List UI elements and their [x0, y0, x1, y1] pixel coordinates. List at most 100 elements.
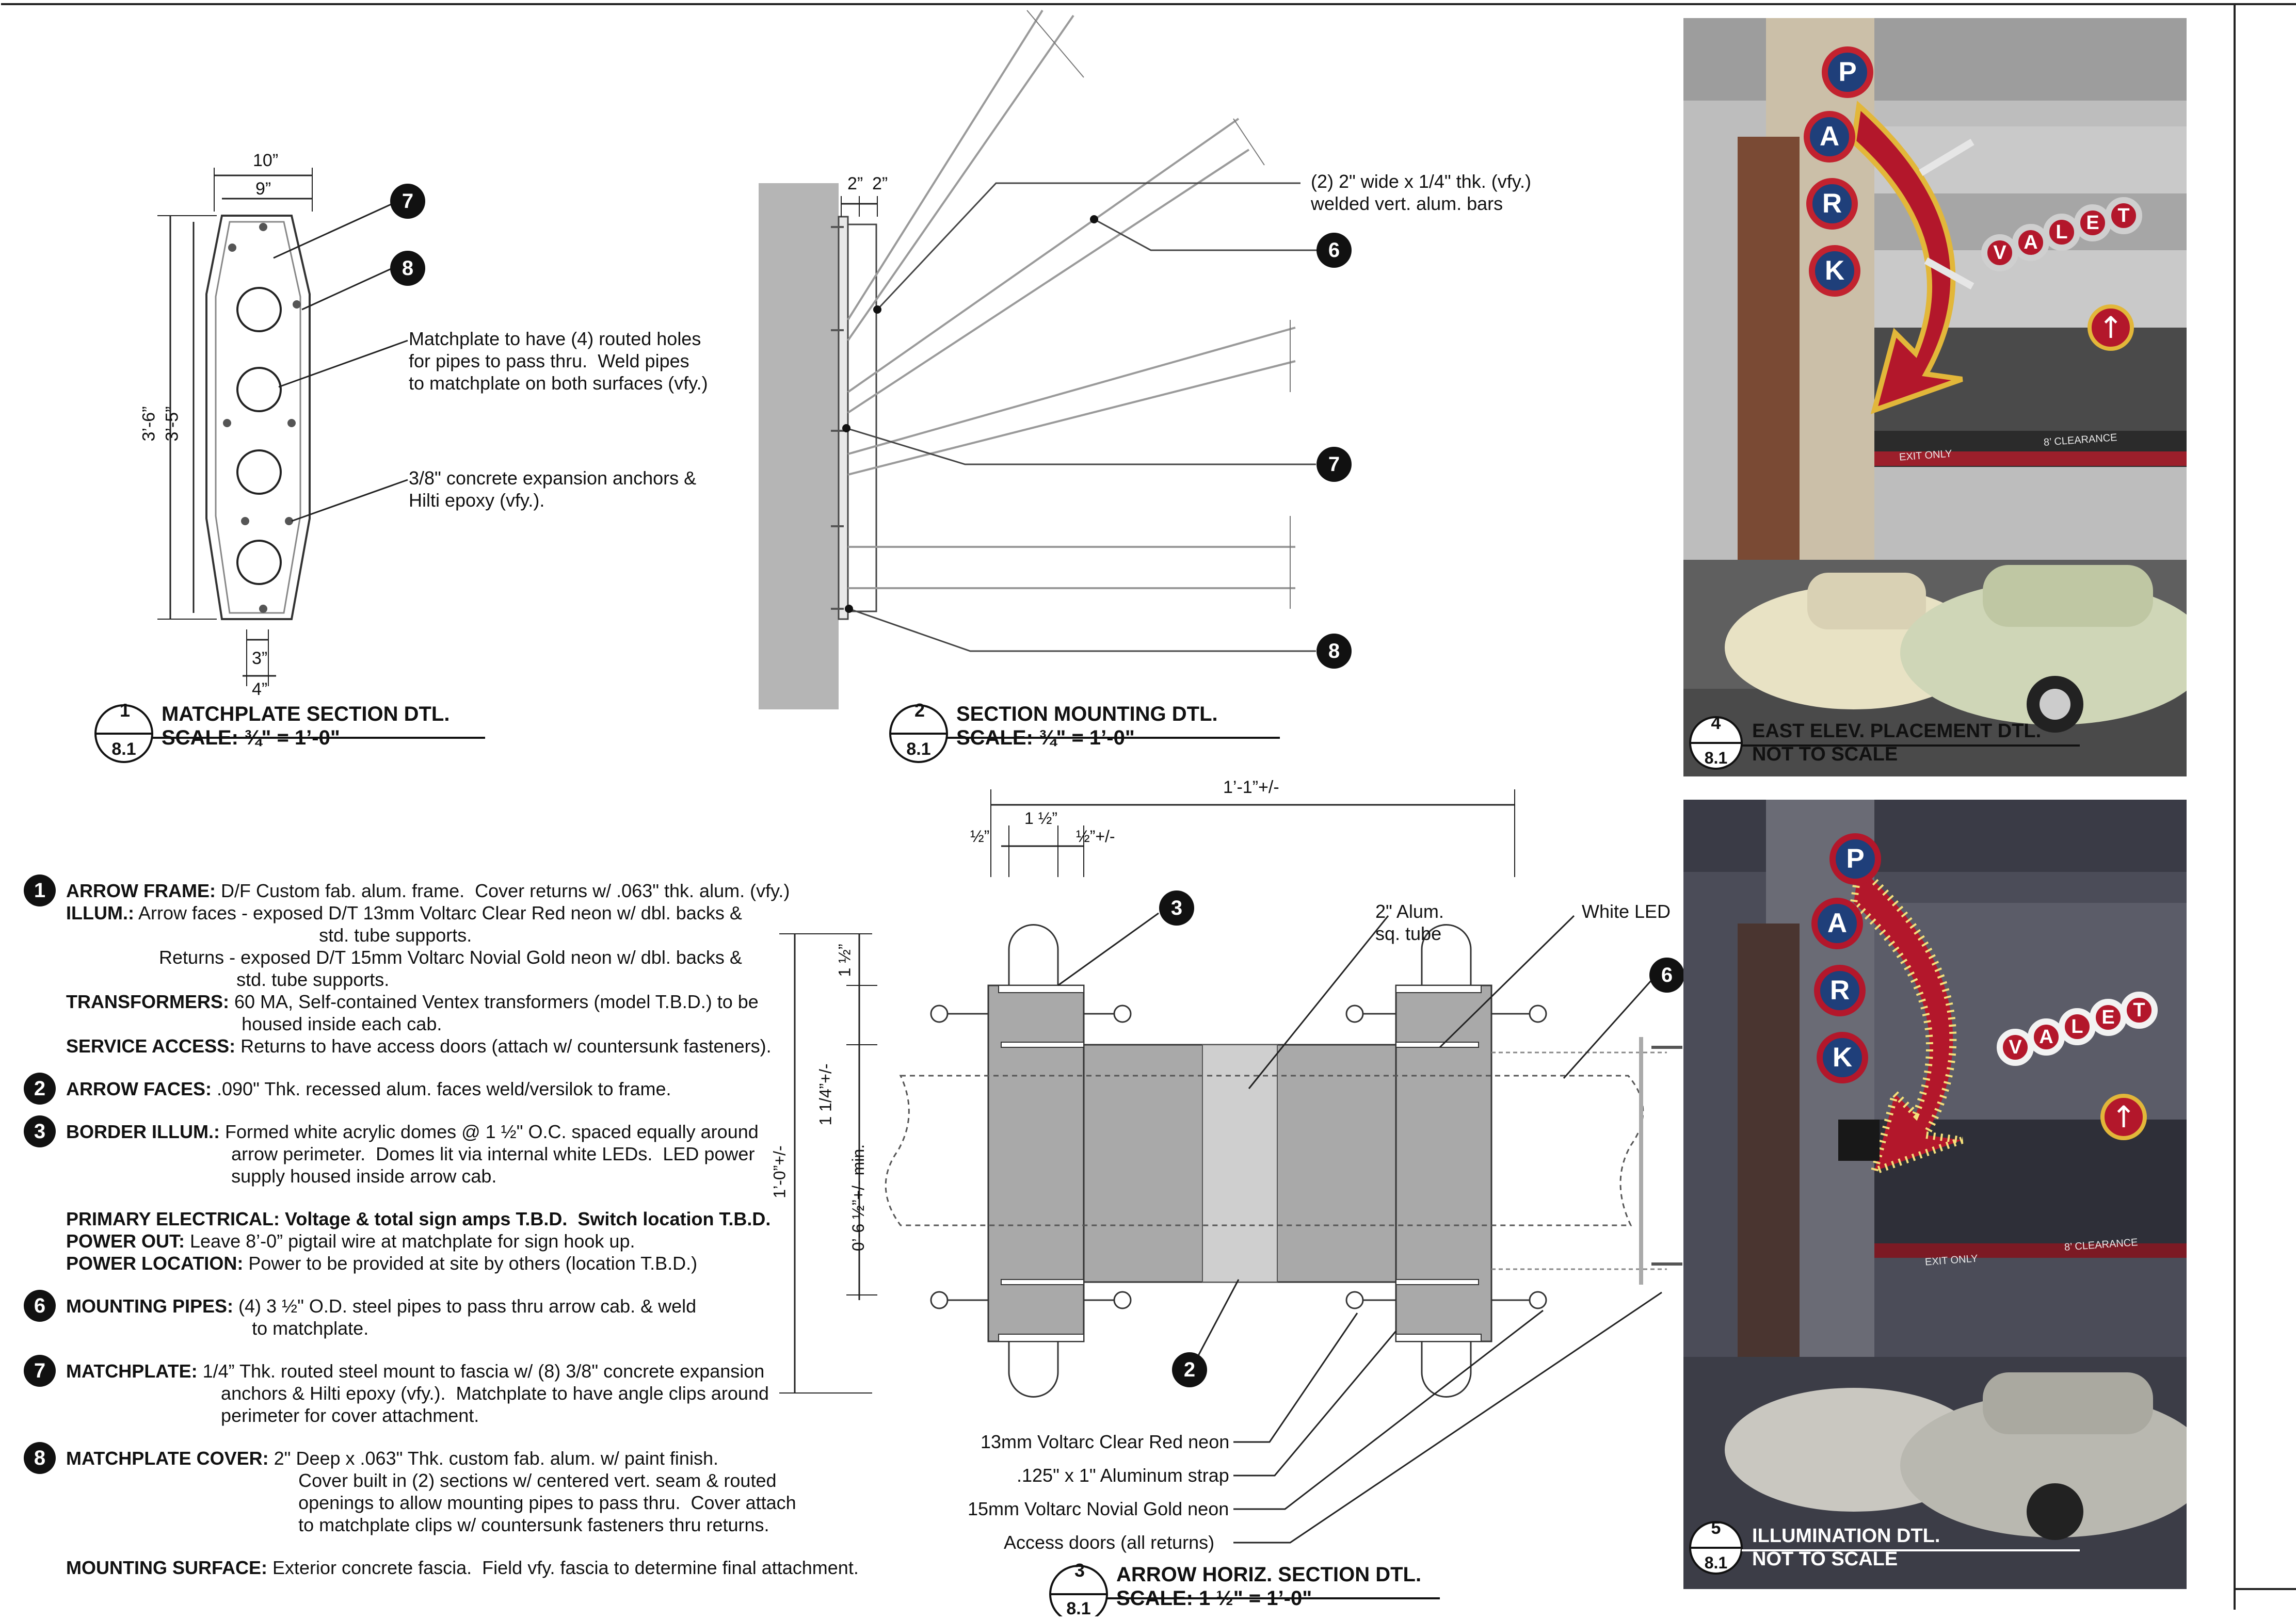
- detail-3-sheet: 8.1: [1066, 1599, 1091, 1618]
- label-red-neon: 13mm Voltarc Clear Red neon: [981, 1431, 1230, 1452]
- note-heading: ARROW FACES:: [66, 1078, 212, 1099]
- park-letter-night: P: [1829, 833, 1881, 885]
- dim-1-half: 1 ½”: [1024, 809, 1058, 828]
- detail-5-title: ILLUMINATION DTL.: [1752, 1525, 1940, 1547]
- note-line: TRANSFORMERS: 60 MA, Self-contained Vent…: [66, 991, 759, 1013]
- detail-2-scale: SCALE: ¾" = 1’-0": [956, 726, 1135, 749]
- dim-3-5: 3’-5”: [162, 406, 182, 442]
- note-heading: MATCHPLATE:: [66, 1360, 198, 1382]
- detail-1-title: MATCHPLATE SECTION DTL.: [162, 703, 450, 725]
- dim-4: 4”: [252, 679, 268, 699]
- illumination-rendering: [1683, 800, 2187, 1589]
- note-heading: TRANSFORMERS:: [66, 991, 229, 1012]
- note-text: std. tube supports.: [66, 925, 472, 946]
- detail-1-num: 1: [119, 700, 131, 721]
- detail-3-title: ARROW HORIZ. SECTION DTL.: [1116, 1563, 1422, 1586]
- dim-2a: 2”: [847, 174, 863, 193]
- detail-2-num: 2: [914, 700, 925, 721]
- label-aluminum-strap: .125" x 1" Aluminum strap: [1017, 1465, 1229, 1486]
- note-line: ILLUM.: Arrow faces - exposed D/T 13mm V…: [66, 902, 742, 924]
- park-letter-night: A: [1811, 898, 1863, 949]
- note-text: Leave 8’-0” pigtail wire at matchplate f…: [185, 1230, 635, 1252]
- note-line: MATCHPLATE COVER: 2" Deep x .063" Thk. c…: [66, 1447, 718, 1469]
- park-letter: R: [1806, 178, 1858, 230]
- note-line: PRIMARY ELECTRICAL: Voltage & total sign…: [66, 1208, 770, 1230]
- detail-2-title: SECTION MOUNTING DTL.: [956, 703, 1218, 725]
- note-text: .090" Thk. recessed alum. faces weld/ver…: [212, 1078, 671, 1099]
- placement-rendering-art: [1683, 18, 2187, 776]
- note-text: 1/4” Thk. routed steel mount to fascia w…: [197, 1360, 765, 1382]
- note-text: Returns to have access doors (attach w/ …: [235, 1035, 772, 1057]
- note-text: Cover built in (2) sections w/ centered …: [66, 1470, 777, 1491]
- detail-4-scale: NOT TO SCALE: [1752, 743, 1898, 765]
- dim-3-6: 3’-6”: [139, 406, 159, 442]
- note-heading: POWER OUT:: [66, 1230, 185, 1252]
- note-heading: MOUNTING SURFACE:: [66, 1557, 267, 1578]
- arrow-section-drawing: [779, 789, 1684, 1544]
- park-letter-night: K: [1817, 1032, 1868, 1083]
- park-letter: K: [1809, 245, 1860, 297]
- note-text: Power to be provided at site by others (…: [243, 1253, 698, 1274]
- label-gold-neon: 15mm Voltarc Novial Gold neon: [968, 1498, 1229, 1519]
- detail-5-scale: NOT TO SCALE: [1752, 1548, 1898, 1570]
- note-heading: ILLUM.:: [66, 902, 134, 924]
- note-tag: 6: [24, 1290, 56, 1322]
- dim-half-a: ½”: [970, 827, 990, 846]
- note-text: 60 MA, Self-contained Ventex transformer…: [229, 991, 759, 1012]
- tag-8-matchplate: 8: [392, 252, 424, 284]
- note-heading: ARROW FRAME:: [66, 880, 216, 901]
- note-line: Returns - exposed D/T 15mm Voltarc Novia…: [66, 946, 742, 968]
- dim-2b: 2”: [872, 174, 888, 193]
- callout-routed-holes: Matchplate to have (4) routed holes for …: [409, 328, 708, 394]
- up-arrow-icon: ↑: [2088, 304, 2134, 351]
- callout-alum-bars: (2) 2" wide x 1/4" thk. (vfy.) welded ve…: [1311, 171, 1532, 214]
- note-line: openings to allow mounting pipes to pass…: [66, 1492, 796, 1514]
- dim-v-0-6: 0’-6 ½”+/- min.: [849, 1144, 868, 1252]
- note-tag: 1: [24, 874, 56, 906]
- illumination-rendering-art: [1683, 800, 2187, 1589]
- note-text: housed inside each cab.: [66, 1013, 442, 1034]
- valet-letter-night: T: [2121, 992, 2158, 1029]
- park-letter-night: R: [1814, 965, 1866, 1016]
- tag-3-section: 3: [1161, 892, 1193, 924]
- note-line: POWER LOCATION: Power to be provided at …: [66, 1252, 697, 1274]
- dim-9: 9”: [255, 179, 271, 199]
- detail-5-num: 5: [1711, 1518, 1721, 1538]
- note-text: supply housed inside arrow cab.: [66, 1165, 497, 1187]
- note-heading: BORDER ILLUM.:: [66, 1121, 220, 1142]
- note-text: anchors & Hilti epoxy (vfy.). Matchplate…: [66, 1383, 769, 1404]
- note-line: arrow perimeter. Domes lit via internal …: [66, 1143, 754, 1165]
- park-letter: A: [1804, 111, 1855, 163]
- note-text: arrow perimeter. Domes lit via internal …: [66, 1143, 755, 1164]
- note-heading: SERVICE ACCESS:: [66, 1035, 236, 1057]
- dim-half-b: ½”+/-: [1076, 827, 1115, 846]
- note-text: to matchplate.: [66, 1318, 369, 1339]
- note-line: perimeter for cover attachment.: [66, 1404, 479, 1427]
- note-line: supply housed inside arrow cab.: [66, 1165, 496, 1187]
- note-text: Formed white acrylic domes @ 1 ½" O.C. s…: [219, 1121, 759, 1142]
- label-alum-tube: 2" Alum. sq. tube: [1375, 901, 1444, 944]
- note-line: BORDER ILLUM.: Formed white acrylic dome…: [66, 1121, 759, 1143]
- note-text: openings to allow mounting pipes to pass…: [66, 1492, 796, 1513]
- dim-10: 10”: [253, 151, 279, 170]
- tag-8-mounting: 8: [1318, 635, 1350, 667]
- tag-6-section: 6: [1651, 959, 1683, 991]
- detail-3-scale: SCALE: 1 ½" = 1’-0": [1116, 1587, 1312, 1610]
- note-text: perimeter for cover attachment.: [66, 1405, 479, 1426]
- dim-v-1-half: 1 ½”: [835, 944, 854, 977]
- dim-3: 3”: [252, 649, 268, 668]
- note-text: (4) 3 ½" O.D. steel pipes to pass thru a…: [233, 1295, 697, 1317]
- label-access-doors: Access doors (all returns): [1004, 1532, 1215, 1553]
- dim-v-1-1-4: 1 1/4”+/-: [816, 1063, 835, 1126]
- note-text: Arrow faces - exposed D/T 13mm Voltarc C…: [134, 902, 742, 924]
- matchplate-drawing: [157, 168, 425, 686]
- note-line: std. tube supports.: [66, 924, 472, 946]
- note-line: std. tube supports.: [66, 968, 389, 991]
- note-text: Returns - exposed D/T 15mm Voltarc Novia…: [66, 947, 742, 968]
- note-line: SERVICE ACCESS: Returns to have access d…: [66, 1035, 772, 1057]
- tag-6-mounting: 6: [1318, 234, 1350, 266]
- detail-4-num: 4: [1711, 714, 1721, 733]
- note-tag: 7: [24, 1355, 56, 1387]
- detail-2-sheet: 8.1: [906, 739, 931, 759]
